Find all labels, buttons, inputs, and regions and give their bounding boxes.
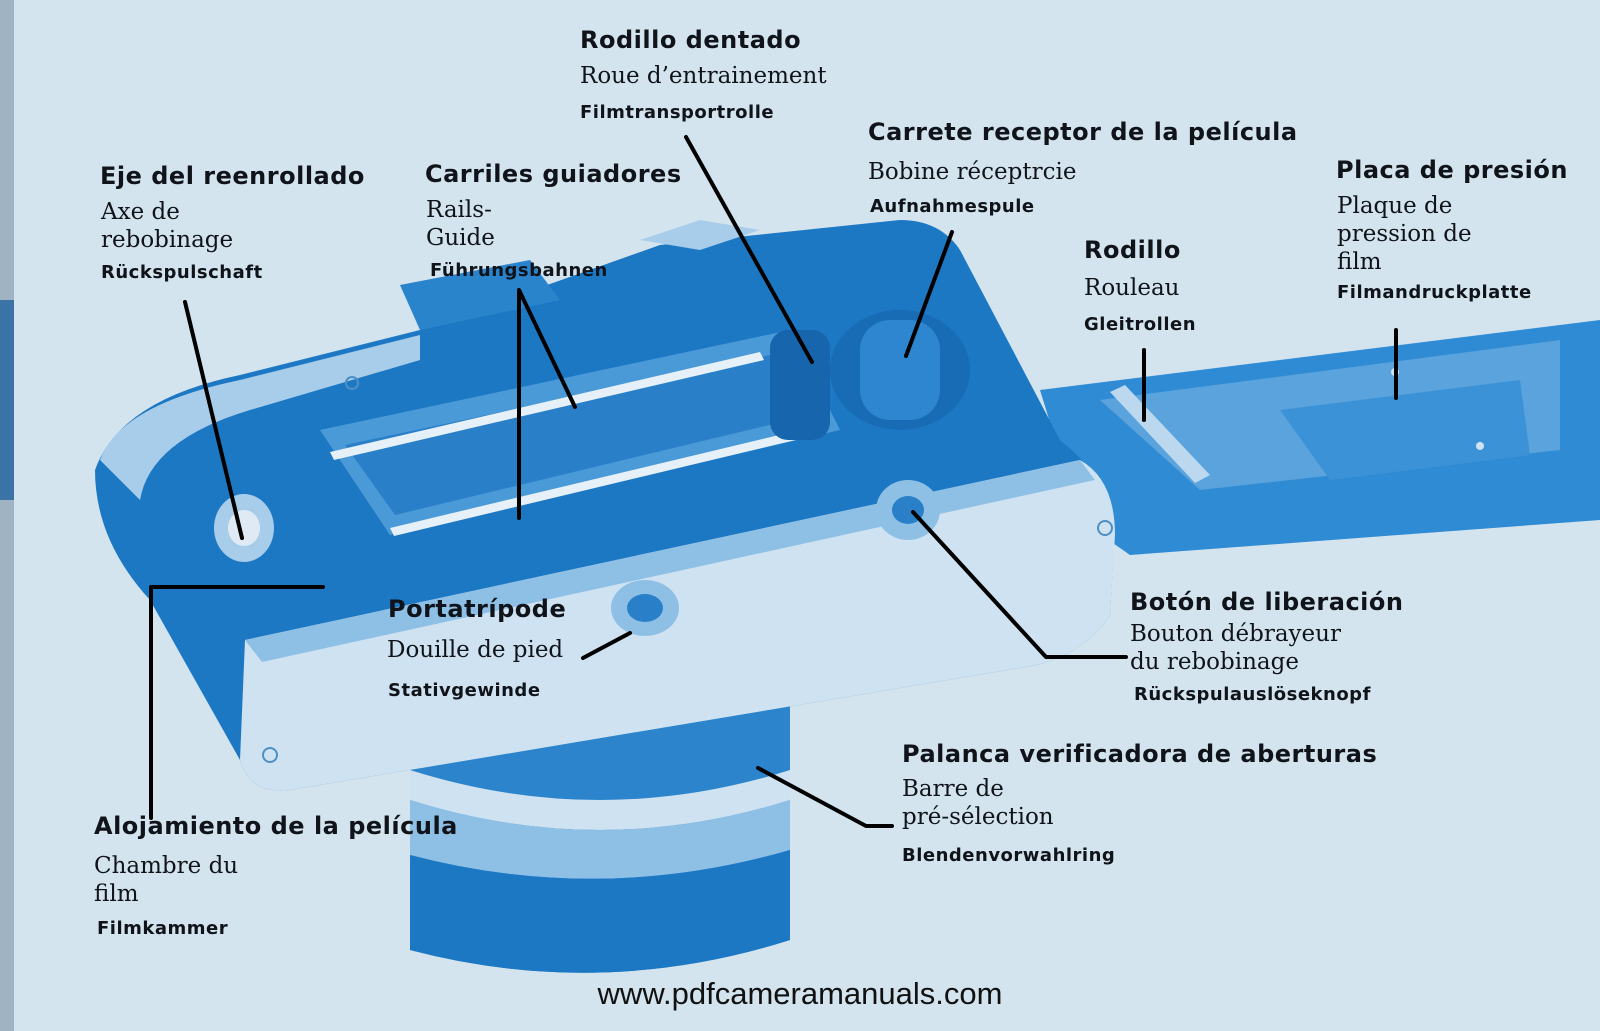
label-fr: Rouleau (1084, 275, 1180, 301)
label-fr: Bobine réceptrcie (868, 159, 1077, 185)
sprocket-roller (770, 330, 830, 440)
watermark-url: www.pdfcameramanuals.com (597, 976, 1003, 1011)
label-es: Palanca verificadora de aberturas (902, 740, 1378, 768)
lens-barrel (410, 700, 790, 973)
page-edge (0, 0, 14, 1031)
leader-sprocket (684, 135, 814, 364)
leader-release-button (911, 510, 1128, 659)
label-es: Alojamiento de la película (94, 812, 458, 840)
film-rail-top (330, 352, 764, 460)
label-es: Carriles guiadores (425, 160, 682, 188)
leader-take-up-spool (904, 230, 954, 358)
pressure-plate-door (1040, 320, 1600, 555)
label-fr: Douille de pied (387, 637, 564, 663)
label-es: Placa de presión (1336, 156, 1568, 184)
label-de: Blendenvorwahlring (902, 845, 1116, 866)
label-fr: Rails- Guide (426, 197, 495, 251)
leader-lines (149, 135, 1398, 828)
film-rail-bottom (390, 430, 804, 536)
leader-film-chamber (149, 585, 325, 820)
label-fr: Bouton débrayeur du rebobinage (1130, 621, 1341, 675)
label-de: Gleitrollen (1084, 314, 1197, 335)
label-fr: Chambre du film (94, 853, 239, 907)
camera-body (95, 220, 1115, 791)
label-de: Rückspulschaft (101, 262, 263, 283)
label-de: Rückspulauslöseknopf (1134, 684, 1371, 705)
label-fr: Barre de pré-sélection (902, 776, 1054, 830)
leader-tripod-socket (581, 631, 632, 660)
leader-rewind-shaft (183, 300, 244, 540)
label-de: Filmtransportrolle (580, 102, 775, 123)
label-de: Filmkammer (97, 918, 229, 939)
label-de: Führungsbahnen (430, 260, 608, 281)
label-de: Stativgewinde (388, 680, 541, 701)
label-es: Portatrípode (388, 595, 567, 623)
label-es: Carrete receptor de la película (868, 118, 1298, 146)
label-es: Eje del reenrollado (100, 162, 365, 190)
label-fr: Roue d’entrainement (580, 63, 827, 89)
label-fr: Axe de rebobinage (101, 199, 234, 253)
label-es: Botón de liberación (1130, 588, 1404, 616)
leader-guide-rails (517, 288, 577, 520)
label-de: Aufnahmespule (870, 196, 1035, 217)
label-de: Filmandruckplatte (1337, 282, 1532, 303)
leader-aperture-ring (756, 766, 894, 828)
label-es: Rodillo (1084, 236, 1181, 264)
roller-part (1110, 385, 1210, 483)
label-es: Rodillo dentado (580, 26, 802, 54)
label-fr: Plaque de pression de film (1337, 193, 1472, 275)
